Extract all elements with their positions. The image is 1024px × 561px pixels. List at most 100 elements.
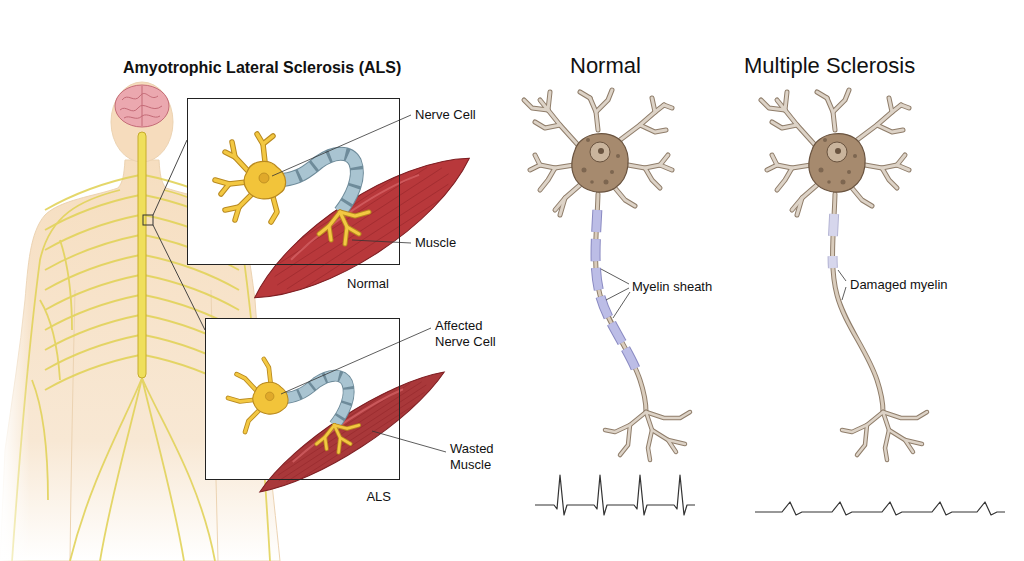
nucleus (265, 392, 274, 401)
muscle (239, 134, 486, 322)
dendrite (228, 398, 255, 401)
cell-granule (827, 180, 831, 184)
axon-terminal (340, 212, 369, 216)
dendrite (540, 168, 555, 190)
peripheral-nerve (32, 380, 48, 500)
dendrite (535, 155, 540, 165)
axon-sheath (283, 154, 357, 212)
peripheral-nerve (142, 378, 184, 561)
spinal-nerve (45, 295, 140, 330)
normal-neuron (524, 90, 690, 460)
spinal-nerve (45, 235, 140, 270)
peripheral-nerve (40, 300, 60, 380)
part-label: Wasted Muscle (450, 441, 510, 472)
axon-terminal (646, 412, 690, 418)
zoom-marker (143, 215, 153, 225)
axon-outline (286, 376, 349, 426)
brain-fold (120, 105, 162, 110)
dendrite (225, 207, 239, 210)
dendrite (772, 122, 797, 128)
panel-title: Amyotrophic Lateral Sclerosis (ALS) (123, 58, 401, 77)
axon (596, 194, 646, 412)
cell-body (809, 134, 865, 193)
dendrite (792, 185, 817, 210)
axon-terminal (605, 412, 646, 432)
axon-terminal (842, 412, 883, 432)
dendrite (664, 105, 672, 108)
dendrite (615, 188, 635, 206)
cell-granule (847, 170, 851, 174)
leader-line (842, 287, 846, 300)
part-label: Affected Nerve Cell (435, 318, 515, 349)
dendrite (761, 100, 785, 110)
dendrite (245, 410, 259, 432)
nerve-cell (215, 134, 369, 244)
dendrite (645, 168, 660, 188)
cell-granule (841, 180, 846, 185)
spinal-nerve (45, 315, 140, 350)
part-label: Nerve Cell (415, 107, 476, 123)
dendrite (555, 185, 580, 210)
dendrite (535, 122, 560, 128)
dendrite (660, 155, 668, 165)
dendrite (767, 165, 811, 170)
dendrite (221, 184, 229, 194)
panel-title: Normal (570, 53, 641, 79)
dendrite (897, 155, 905, 165)
leader-line (838, 270, 846, 281)
dendrite (560, 198, 565, 215)
dendrite (628, 165, 672, 170)
dendrite (857, 105, 901, 140)
axon-terminal (905, 440, 922, 444)
dendrite (225, 152, 249, 172)
dendrite (540, 100, 578, 145)
dendrite (889, 98, 892, 112)
axon-terminal (620, 425, 630, 455)
axon-terminal (334, 425, 359, 428)
cell-body (572, 134, 628, 193)
inset-caption: Normal (347, 276, 389, 292)
dendrite (620, 105, 664, 140)
axon-terminal (325, 437, 327, 449)
peripheral-nerve (70, 378, 142, 561)
dendrite (777, 100, 815, 145)
myelin-outline (833, 194, 883, 412)
dendrite (596, 90, 612, 112)
axon-terminal (883, 412, 927, 418)
part-label: Muscle (415, 235, 456, 251)
leader-line (613, 292, 630, 318)
dendrite (901, 105, 909, 108)
dendrite (901, 105, 909, 108)
dendrite (580, 92, 590, 98)
dendrite (785, 92, 787, 110)
axon-terminal (339, 438, 341, 452)
dendrite (271, 197, 277, 222)
leader-line (281, 328, 431, 394)
muscle (239, 134, 486, 322)
dendrite (257, 134, 265, 162)
dendrite (232, 142, 235, 157)
axon-terminal (329, 226, 331, 240)
dendrite (628, 165, 672, 170)
dendrite (555, 185, 580, 210)
signal-trace (535, 475, 695, 515)
muscle-fiber (301, 404, 416, 479)
dendrite (271, 197, 277, 222)
dendrite (877, 125, 903, 132)
dendrite (263, 136, 273, 144)
axon-terminal (883, 412, 889, 460)
axon-terminal (646, 412, 652, 460)
cell-granule (582, 168, 587, 173)
dendrite (264, 359, 271, 383)
cell-granule (819, 168, 824, 173)
dendrite (857, 105, 901, 140)
leader-line (352, 240, 411, 243)
dendrite (237, 374, 257, 391)
dendrite (580, 92, 590, 98)
axon-terminal (345, 227, 347, 244)
dendrite (833, 90, 849, 112)
dendrite (772, 155, 777, 165)
fade (0, 0, 30, 561)
dendrite (865, 165, 909, 170)
dendrite (264, 359, 271, 383)
